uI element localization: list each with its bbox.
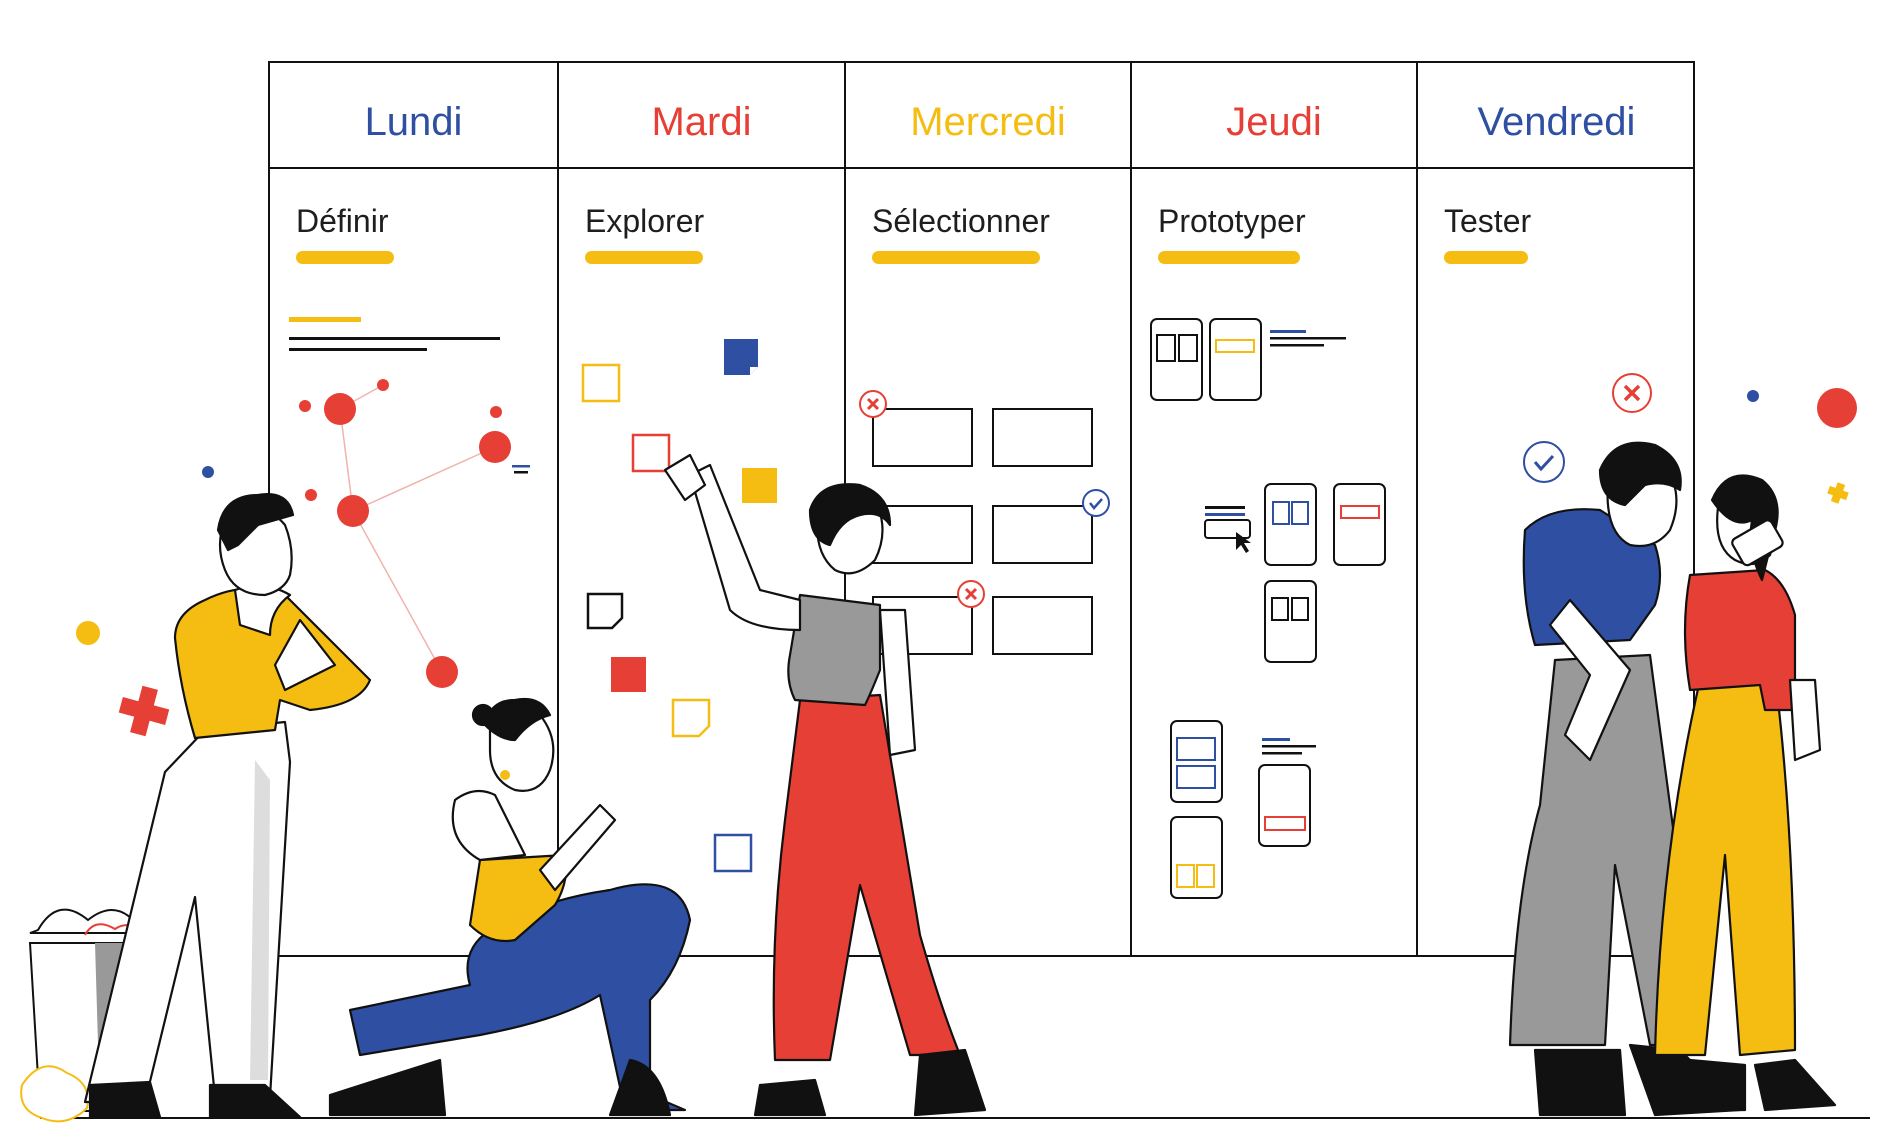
column-vendredi: Vendredi Tester [1416, 63, 1695, 955]
close-icon [957, 580, 985, 608]
phase-label-prototyper: Prototyper [1158, 203, 1306, 239]
column-mardi: Mardi Explorer [557, 63, 844, 955]
sticky-note-icon [586, 592, 624, 630]
prototype-wireframes [1150, 318, 1386, 899]
day-header-vendredi: Vendredi [1418, 63, 1695, 169]
sticky-note-icon [671, 698, 711, 738]
phase-underline [1444, 251, 1528, 264]
wireframe-text-lines [1205, 330, 1346, 755]
day-header-jeudi: Jeudi [1132, 63, 1416, 169]
selection-boxes [872, 408, 1093, 655]
person-thinking [83, 493, 372, 1119]
phase-label-tester: Tester [1444, 203, 1532, 239]
sticky-notes [581, 339, 777, 873]
column-jeudi: Jeudi Prototyper [1130, 63, 1416, 955]
definir-notes [289, 317, 500, 351]
wireframe-details [1156, 334, 1380, 888]
phase-label-explorer: Explorer [585, 203, 705, 239]
check-icon [1082, 489, 1110, 517]
weekly-board: Lundi Définir Mardi Explorer Mercredi Sé… [268, 61, 1695, 957]
phase-label-definir: Définir [296, 203, 389, 239]
plus-icon [1827, 482, 1849, 504]
day-header-mardi: Mardi [559, 63, 844, 169]
phase-underline [296, 251, 394, 264]
column-mercredi: Mercredi Sélectionner [844, 63, 1130, 955]
person-observing [1653, 474, 1837, 1112]
check-icon [1523, 441, 1565, 483]
decorative-confetti [76, 388, 1857, 737]
day-header-lundi: Lundi [270, 63, 557, 169]
sticky-note-icon [724, 339, 758, 375]
close-icon [859, 390, 887, 418]
cursor-icon [1204, 519, 1251, 553]
column-lundi: Lundi Définir [270, 63, 557, 955]
phase-underline [872, 251, 1040, 264]
idea-network-nodes [299, 379, 511, 688]
phase-label-selectionner: Sélectionner [872, 203, 1050, 239]
idea-network [339, 384, 496, 673]
phase-underline [1158, 251, 1300, 264]
day-header-mercredi: Mercredi [846, 63, 1130, 169]
close-icon [1612, 373, 1652, 413]
plus-icon [118, 685, 170, 737]
person-kneeling [328, 697, 692, 1117]
phone-icon [1731, 519, 1784, 567]
phase-underline [585, 251, 703, 264]
person-pointing [663, 453, 987, 1117]
